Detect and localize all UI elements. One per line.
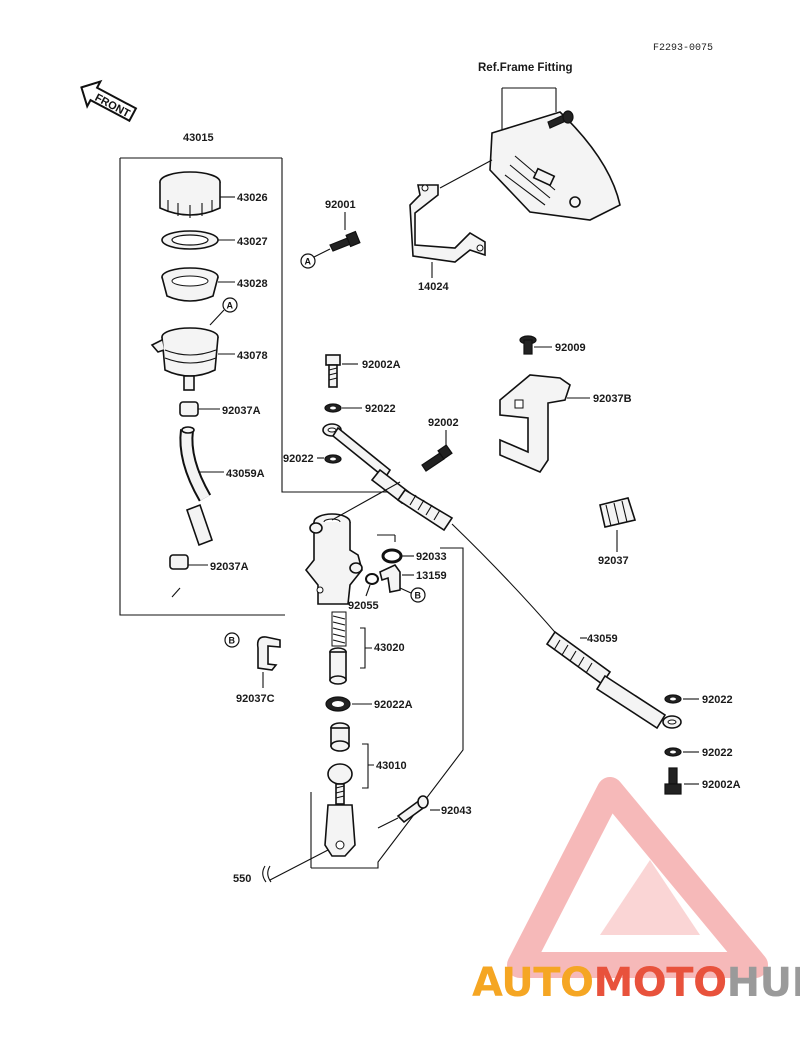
reference-marker-a-reservoir: A bbox=[209, 297, 238, 326]
part-label-14024: 14024 bbox=[418, 281, 449, 293]
part-label-43059a: 43059A bbox=[226, 468, 265, 480]
circlip-92033 bbox=[381, 548, 403, 564]
watermark-part-moto: MOTO bbox=[594, 960, 727, 1006]
bracket-92037b bbox=[499, 374, 571, 473]
diaphragm-plate bbox=[161, 230, 219, 250]
part-label-43010: 43010 bbox=[376, 760, 407, 772]
reference-marker-b-clamp: B bbox=[224, 632, 240, 648]
part-label-92001: 92001 bbox=[325, 199, 356, 211]
part-label-92037: 92037 bbox=[598, 555, 629, 567]
bracket-14024 bbox=[409, 184, 486, 263]
part-label-92043: 92043 bbox=[441, 805, 472, 817]
washer-92022a bbox=[325, 696, 351, 712]
part-label-92022a: 92022A bbox=[374, 699, 413, 711]
watermark-part-auto: AUTO bbox=[472, 960, 594, 1006]
part-label-43020: 43020 bbox=[374, 642, 405, 654]
watermark-part-hub: HUB bbox=[727, 960, 800, 1006]
part-label-92022-lower-1: 92022 bbox=[702, 694, 733, 706]
reference-marker-b-joint: B bbox=[399, 587, 426, 603]
diagram-code: F2293-0075 bbox=[653, 43, 713, 54]
hose-clamp-upper bbox=[179, 401, 199, 417]
part-label-92033: 92033 bbox=[416, 551, 447, 563]
part-label-43078: 43078 bbox=[237, 350, 268, 362]
reference-marker-a-bolt: A bbox=[300, 248, 331, 269]
o-ring-92055 bbox=[365, 573, 379, 585]
screw-92009 bbox=[519, 335, 537, 355]
side-cover bbox=[489, 110, 621, 221]
part-label-92037b: 92037B bbox=[593, 393, 632, 405]
part-label-92037a-lower: 92037A bbox=[210, 561, 249, 573]
part-label-43027: 43027 bbox=[237, 236, 268, 248]
part-label-92022-upper-2: 92022 bbox=[283, 453, 314, 465]
spring-43020 bbox=[331, 611, 347, 647]
part-label-92022-lower-2: 92022 bbox=[702, 747, 733, 759]
part-label-43028: 43028 bbox=[237, 278, 268, 290]
ref-frame-fitting-label: Ref.Frame Fitting bbox=[478, 62, 573, 74]
washer-upper-1 bbox=[324, 403, 342, 413]
svg-text:B: B bbox=[229, 636, 236, 646]
banjo-bolt-lower bbox=[664, 767, 682, 795]
reservoir-hose bbox=[179, 426, 214, 547]
watermark-logo bbox=[507, 777, 768, 978]
clamp-92037c bbox=[256, 636, 281, 671]
part-label-92022-upper-1: 92022 bbox=[365, 403, 396, 415]
part-label-43026: 43026 bbox=[237, 192, 268, 204]
pin-92043 bbox=[396, 795, 429, 824]
brake-hose-43059 bbox=[451, 523, 682, 730]
washer-upper-2 bbox=[324, 454, 342, 464]
brake-hose-banjo bbox=[322, 423, 454, 532]
part-label-43015: 43015 bbox=[183, 132, 214, 144]
part-label-92002: 92002 bbox=[428, 417, 459, 429]
washer-lower-2 bbox=[664, 747, 682, 757]
part-label-43059: 43059 bbox=[587, 633, 618, 645]
part-label-92037c: 92037C bbox=[236, 693, 275, 705]
push-rod-43010 bbox=[324, 722, 356, 857]
part-label-92055: 92055 bbox=[348, 600, 379, 612]
svg-text:B: B bbox=[415, 591, 422, 601]
grommet-92037 bbox=[599, 497, 637, 528]
watermark-text: AUTOMOTOHUB bbox=[472, 960, 800, 1006]
hose-clamp-lower bbox=[169, 554, 189, 570]
part-label-92037a-upper: 92037A bbox=[222, 405, 261, 417]
cotter-pin-550 bbox=[262, 865, 272, 883]
part-label-92002a-lower: 92002A bbox=[702, 779, 741, 791]
part-label-92002a-upper: 92002A bbox=[362, 359, 401, 371]
bracket-43015 bbox=[119, 157, 395, 616]
part-label-92009: 92009 bbox=[555, 342, 586, 354]
svg-text:A: A bbox=[305, 257, 312, 267]
bolt-92002 bbox=[421, 444, 453, 472]
part-label-550: 550 bbox=[233, 873, 251, 885]
bolt-92001 bbox=[329, 230, 361, 252]
reservoir-cap bbox=[159, 171, 221, 218]
front-arrow-icon: FRONT bbox=[80, 79, 138, 123]
master-cylinder-body bbox=[304, 513, 363, 605]
svg-text:A: A bbox=[227, 301, 234, 311]
diaphragm bbox=[161, 267, 219, 302]
reservoir bbox=[150, 327, 219, 391]
banjo-bolt-upper bbox=[325, 354, 341, 388]
piston-43020 bbox=[329, 647, 347, 685]
svg-text:AUTOMOTOHUB: AUTOMOTOHUB bbox=[472, 960, 800, 1006]
joint-13159 bbox=[379, 563, 401, 593]
washer-lower-1 bbox=[664, 694, 682, 704]
part-label-13159: 13159 bbox=[416, 570, 447, 582]
